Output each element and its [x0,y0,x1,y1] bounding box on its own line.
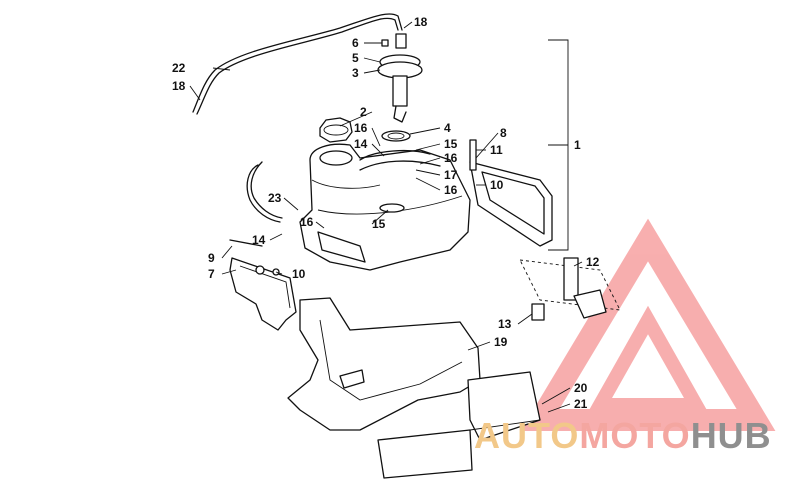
callout-13: 13 [498,317,512,331]
pump-gasket [381,130,411,142]
callout-21: 21 [574,397,588,411]
svg-text:AUTOMOTOHUB: AUTOMOTOHUB [474,415,772,456]
tank-bracket-left [229,239,297,331]
callout-5: 5 [352,51,359,65]
watermark-text: AUTOMOTOHUB [474,415,772,456]
callout-17: 17 [444,168,458,182]
callout-22: 22 [172,61,186,75]
callout-23: 23 [268,191,282,205]
watermark-moto: MOTO [579,415,690,456]
callout-11: 11 [490,143,503,157]
callout-labels: 1 2 3 4 5 6 7 8 9 10 10 11 12 13 14 14 1… [172,15,600,411]
fuel-cap-icon [319,117,353,143]
callout-10-right: 10 [490,178,504,192]
tank-bracket-right [469,139,553,247]
callout-1: 1 [574,138,581,152]
callout-15-top: 15 [444,137,458,151]
watermark-logo-icon [520,218,776,431]
callout-16-b: 16 [444,151,458,165]
callout-15-bottom: 15 [372,217,386,231]
callout-7: 7 [208,267,215,281]
callout-12: 12 [586,255,600,269]
callout-14-top: 14 [354,137,368,151]
fuel-pump-assembly [377,33,423,123]
callout-18-top: 18 [414,15,428,29]
callout-16-d: 16 [300,215,314,229]
callout-9: 9 [208,251,215,265]
callout-16-a: 16 [354,121,368,135]
callout-6: 6 [352,36,359,50]
callout-18-left: 18 [172,79,186,93]
watermark-hub: HUB [691,415,772,456]
fuel-tank [299,143,471,271]
callout-14-left: 14 [252,233,266,247]
leader-lines [189,21,583,413]
mounting-bracket [519,257,621,321]
watermark-auto: AUTO [474,415,579,456]
callout-4: 4 [444,121,451,135]
callout-16-c: 16 [444,183,458,197]
callout-8: 8 [500,126,507,140]
callout-20: 20 [574,381,588,395]
callout-19: 19 [494,335,508,349]
vent-hose [246,161,283,223]
callout-3: 3 [352,66,359,80]
fuel-line-hose [192,13,403,115]
skid-plate [287,297,541,479]
callout-2: 2 [360,105,367,119]
callout-10-left: 10 [292,267,306,281]
